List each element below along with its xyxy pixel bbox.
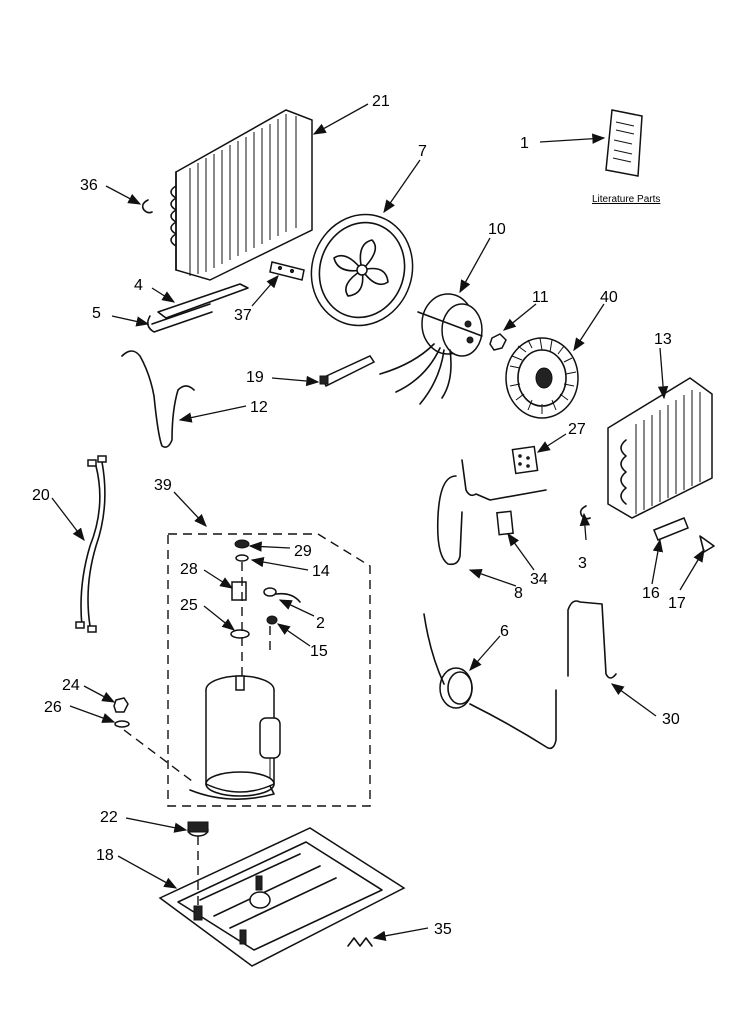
tube-5 — [146, 303, 213, 333]
callout-35: 35 — [434, 921, 452, 938]
callout-2: 2 — [316, 615, 325, 632]
tube-12 — [121, 350, 195, 448]
callout-7: 7 — [418, 143, 427, 160]
callout-18: 18 — [96, 847, 114, 864]
bracket-37 — [269, 261, 305, 281]
literature-card — [605, 109, 643, 177]
pad-27 — [511, 445, 539, 475]
callout-39: 39 — [154, 477, 172, 494]
clip-34 — [496, 510, 514, 536]
callout-14: 14 — [312, 563, 330, 580]
callout-1: 1 — [520, 135, 529, 152]
callout-4: 4 — [134, 277, 143, 294]
grommet-stack — [230, 539, 301, 676]
screw-17 — [699, 535, 715, 553]
bracket-16 — [653, 517, 689, 541]
callout-3: 3 — [578, 555, 587, 572]
mount-leader — [123, 729, 197, 785]
callout-8: 8 — [514, 585, 523, 602]
callout-21: 21 — [372, 93, 390, 110]
capillary-coil — [423, 613, 557, 750]
tube-4 — [157, 283, 249, 319]
callout-15: 15 — [310, 643, 328, 660]
nut-11 — [489, 333, 507, 351]
tube-30 — [567, 600, 617, 679]
base-pan — [158, 827, 406, 967]
callout-28: 28 — [180, 561, 198, 578]
compressor-kit-border — [167, 533, 371, 807]
callout-29: 29 — [294, 543, 312, 560]
callout-19: 19 — [246, 369, 264, 386]
clip-35 — [347, 937, 373, 947]
clip-3 — [579, 505, 591, 520]
condenser-coil — [170, 109, 313, 281]
callout-13: 13 — [654, 331, 672, 348]
nut-24 — [113, 697, 129, 713]
callout-37: 37 — [234, 307, 252, 324]
mount-strip-19 — [319, 355, 376, 388]
literature-parts-label: Literature Parts — [592, 194, 660, 205]
compressor — [189, 675, 281, 800]
callout-labels: 1 21 7 36 10 4 11 40 5 37 13 19 12 27 20… — [32, 93, 686, 938]
leader-lines — [51, 103, 705, 941]
callout-16: 16 — [642, 585, 660, 602]
callout-30: 30 — [662, 711, 680, 728]
callout-17: 17 — [668, 595, 686, 612]
callout-26: 26 — [44, 699, 62, 716]
callout-25: 25 — [180, 597, 198, 614]
callout-6: 6 — [500, 623, 509, 640]
fan-motor — [379, 293, 483, 405]
callout-12: 12 — [250, 399, 268, 416]
blower-wheel — [505, 337, 579, 419]
callout-11: 11 — [532, 289, 549, 306]
tube-8 — [436, 459, 547, 566]
callout-34: 34 — [530, 571, 548, 588]
callout-22: 22 — [100, 809, 118, 826]
wire-harness — [75, 455, 107, 633]
callout-20: 20 — [32, 487, 50, 504]
grommet-22 — [187, 821, 209, 837]
callout-24: 24 — [62, 677, 80, 694]
clip-36 — [141, 199, 153, 214]
callout-36: 36 — [80, 177, 98, 194]
washer-26 — [114, 720, 130, 728]
callout-27: 27 — [568, 421, 586, 438]
callout-5: 5 — [92, 305, 101, 322]
callout-10: 10 — [488, 221, 506, 238]
evaporator-coil — [607, 377, 713, 519]
fan-shroud — [310, 213, 414, 327]
callout-40: 40 — [600, 289, 618, 306]
